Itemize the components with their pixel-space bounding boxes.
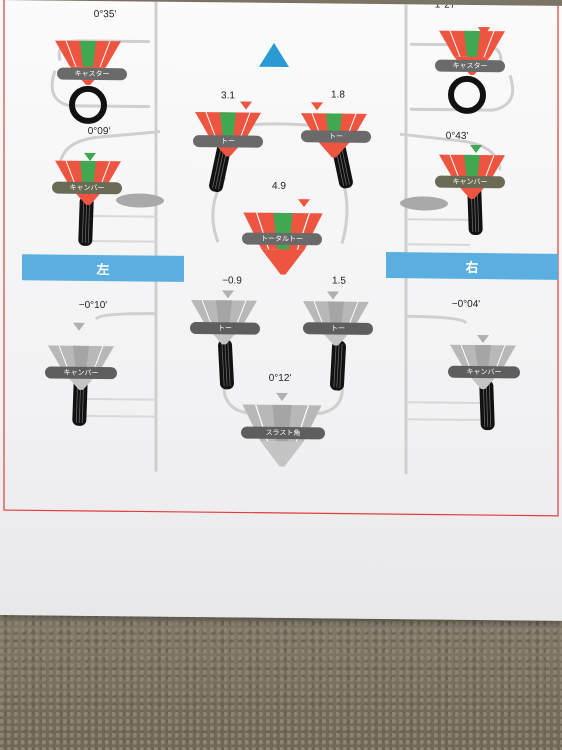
toe-rl-label: トー xyxy=(190,321,260,335)
caster-fr-label: キャスター xyxy=(435,59,505,73)
camber-fr-marker xyxy=(470,144,482,153)
camber-fl-marker xyxy=(84,152,96,161)
toe-rear-left-tire xyxy=(217,338,235,391)
alignment-diagram xyxy=(3,0,559,517)
caster-fl-label: キャスター xyxy=(57,67,127,81)
toe-fl-label: トー xyxy=(193,135,263,148)
camber-fr-label: キャンバー xyxy=(435,175,505,189)
printed-sheet: 0°35' 1°27' 0°09' 0°43' 3.1 1.8 4.9 −0.9… xyxy=(0,0,562,621)
toe-rr-marker xyxy=(327,291,339,300)
total-toe-marker xyxy=(298,199,310,208)
toe-rear-right-tire xyxy=(329,339,347,392)
camber-fl-label: キャンバー xyxy=(52,181,122,195)
caster-fr-value: 1°27' xyxy=(434,0,458,11)
left-hub-shadow xyxy=(116,193,164,208)
camber-rl-marker xyxy=(73,322,85,331)
thrust-value: 0°12' xyxy=(268,372,292,385)
toe-fr-label: トー xyxy=(301,130,371,143)
caster-wheel-right-icon xyxy=(448,75,486,114)
camber-rl-label: キャンバー xyxy=(45,366,117,380)
toe-fr-marker xyxy=(311,102,323,111)
carpet-background xyxy=(0,600,562,750)
right-side-banner: 右 xyxy=(386,252,558,280)
toe-fl-marker xyxy=(240,101,252,110)
toe-rr-value: 1.5 xyxy=(332,275,346,287)
camber-rl-value: −0°10' xyxy=(78,299,108,312)
chassis-lines xyxy=(80,214,482,422)
forward-arrow-icon xyxy=(259,42,289,68)
toe-rl-marker xyxy=(222,290,234,299)
camber-fr-value: 0°43' xyxy=(445,130,469,142)
camber-fl-value: 0°09' xyxy=(87,125,111,138)
left-side-banner: 左 xyxy=(22,254,184,282)
page-frame xyxy=(3,0,559,517)
total-toe-value: 4.9 xyxy=(272,180,286,192)
right-hub-shadow xyxy=(400,196,448,211)
thrust-label: スラスト角 xyxy=(241,426,325,440)
total-toe-label: トータルトー xyxy=(242,232,322,246)
camber-rr-marker xyxy=(477,334,489,344)
toe-fr-value: 1.8 xyxy=(331,89,345,101)
camber-rr-value: −0°04' xyxy=(451,298,481,311)
toe-rl-value: −0.9 xyxy=(222,275,242,287)
thrust-marker xyxy=(276,392,288,401)
caster-fl-value: 0°35' xyxy=(93,8,117,21)
toe-rr-label: トー xyxy=(303,322,373,335)
camber-rr-label: キャンバー xyxy=(448,365,520,379)
toe-fl-value: 3.1 xyxy=(221,90,235,102)
caster-wheel-left-icon xyxy=(69,85,107,124)
